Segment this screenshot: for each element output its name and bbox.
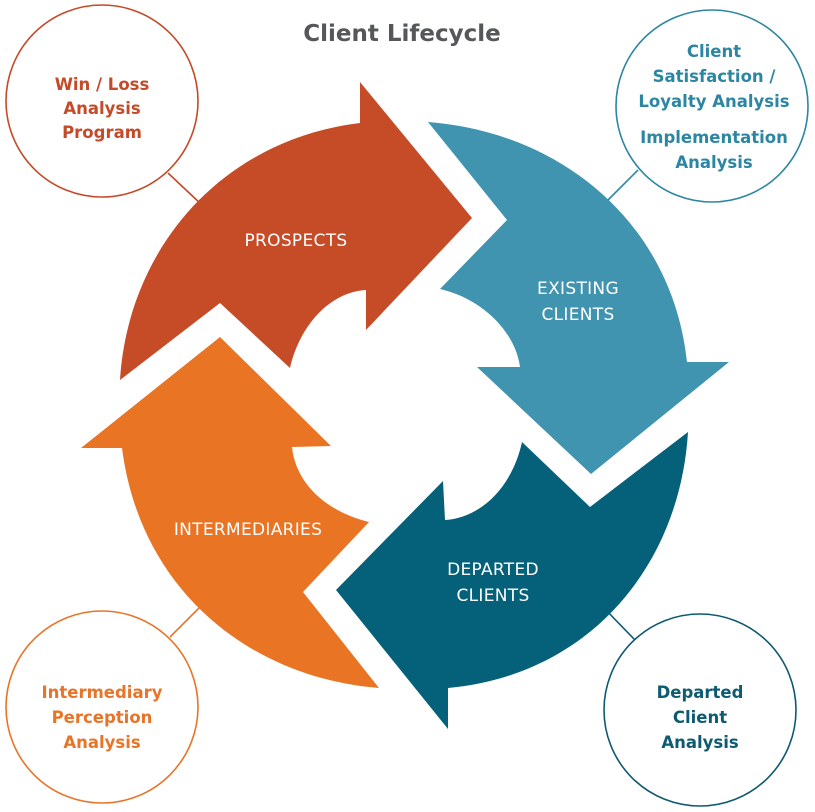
circle-text-line: Loyalty Analysis <box>638 92 789 111</box>
circle-text-line: Satisfaction / <box>653 67 777 86</box>
circle-outline <box>5 610 199 804</box>
stage-label-line: DEPARTED <box>447 560 539 580</box>
circle-text-line: Client <box>687 42 741 61</box>
analysis-circle-satisfaction: Client Satisfaction / Loyalty Analysis I… <box>615 9 809 203</box>
circle-text-line: Analysis <box>675 153 753 172</box>
stage-label-existing-clients: EXISTING CLIENTS <box>537 279 619 325</box>
arrow-existing-clients <box>428 122 729 474</box>
arrow-prospects <box>120 82 472 380</box>
stage-label-line: CLIENTS <box>541 305 614 325</box>
analysis-circle-win-loss: Win / Loss Analysis Program <box>5 4 199 198</box>
circle-text-line: Analysis <box>661 733 739 752</box>
circle-outline <box>615 9 809 203</box>
connector-satisfaction <box>602 169 639 206</box>
circle-text-line: Program <box>62 123 142 142</box>
stage-label-line: EXISTING <box>537 279 619 299</box>
circle-outline <box>5 4 199 198</box>
circle-text-line: Departed <box>657 683 744 702</box>
stage-label-prospects: PROSPECTS <box>245 231 348 251</box>
stage-label-line: PROSPECTS <box>245 231 348 251</box>
circle-text-line: Perception <box>52 708 153 727</box>
circle-text-line: Win / Loss <box>55 75 150 94</box>
circle-text-line: Analysis <box>63 99 141 118</box>
diagram-title: Client Lifecycle <box>303 21 501 47</box>
connector-intermediary <box>169 604 203 638</box>
stage-label-intermediaries: INTERMEDIARIES <box>174 520 322 540</box>
arrow-intermediaries <box>81 337 379 688</box>
circle-text-line: Analysis <box>63 733 141 752</box>
analysis-circle-departed: Departed Client Analysis <box>603 613 797 807</box>
circle-outline <box>603 613 797 807</box>
stage-label-line: INTERMEDIARIES <box>174 520 322 540</box>
arrow-departed-clients <box>336 432 688 729</box>
stage-label-departed-clients: DEPARTED CLIENTS <box>447 560 539 606</box>
stage-label-line: CLIENTS <box>456 586 529 606</box>
circle-text-line: Client <box>673 708 727 727</box>
analysis-circle-intermediary: Intermediary Perception Analysis <box>5 610 199 804</box>
connector-win-loss <box>167 172 203 206</box>
circle-text-line: Implementation <box>640 128 788 147</box>
circle-text-line: Intermediary <box>42 683 163 702</box>
